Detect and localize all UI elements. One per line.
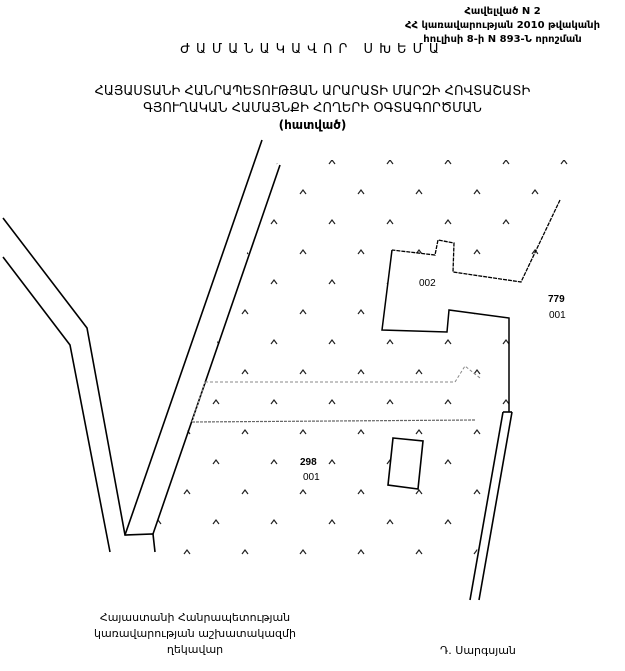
parcel-779-code: 001	[549, 310, 566, 321]
parcel-298-number: 298	[300, 457, 317, 468]
signatory-position: Հայաստանի Հանրապետության կառավարության ա…	[60, 610, 330, 658]
position-line-2: կառավարության աշխատակազմի	[94, 627, 296, 640]
strip-boundary-left	[191, 381, 206, 423]
parcel-002-code: 002	[419, 278, 436, 289]
strip-boundary-bottom	[191, 419, 476, 423]
road-edge-east-left	[469, 411, 504, 601]
road-edge-left-inner	[2, 256, 111, 553]
building-outline	[387, 437, 424, 490]
position-line-1: Հայաստանի Հանրապետության	[99, 611, 291, 624]
parcel-298-code: 001	[303, 472, 320, 483]
subtitle-line-2: ԳՅՈՒՂԱԿԱՆ ՀԱՄԱՅՆՔԻ ՀՈՂԵՐԻ ՕԳՏԱԳՈՐԾՄԱՆ	[143, 101, 482, 116]
subtitle-excerpt-note: (հատված)	[278, 118, 347, 132]
annex-decree-date: հուլիսի 8-ի N 893-Ն որոշման	[423, 34, 582, 45]
road-edge-main-right	[152, 164, 281, 535]
document-title: ԺԱՄԱՆԱԿԱՎՈՐ ՍԽԵՄԱ	[180, 42, 445, 57]
road-edge-left-outer	[2, 217, 156, 553]
signatory-name: Դ. Սարգսյան	[440, 644, 516, 657]
annex-reference: Հավելված N 2 ՀՀ կառավարության 2010 թվակա…	[380, 5, 625, 47]
position-line-3: ղեկավար	[166, 643, 224, 656]
parcel-779-number: 779	[548, 294, 565, 305]
roads	[2, 139, 513, 601]
parcel-002-boundary-top	[391, 199, 561, 283]
strip-boundary-top	[205, 365, 481, 383]
annex-number: Հավելված N 2	[464, 6, 541, 17]
subtitle-line-1: ՀԱՅԱՍՏԱՆԻ ՀԱՆՐԱՊԵՏՈՒԹՅԱՆ ԱՐԱՐԱՏԻ ՄԱՐԶԻ Հ…	[94, 84, 531, 99]
parcel-002-boundary-bottom	[381, 249, 510, 412]
land-hatching	[153, 160, 595, 560]
road-edge-east-right	[478, 411, 513, 601]
document-subtitle: ՀԱՅԱՍՏԱՆԻ ՀԱՆՐԱՊԵՏՈՒԹՅԱՆ ԱՐԱՐԱՏԻ ՄԱՐԶԻ Հ…	[0, 83, 625, 134]
road-edge-main-left	[124, 139, 263, 536]
annex-decree-line: ՀՀ կառավարության 2010 թվականի	[404, 20, 601, 31]
